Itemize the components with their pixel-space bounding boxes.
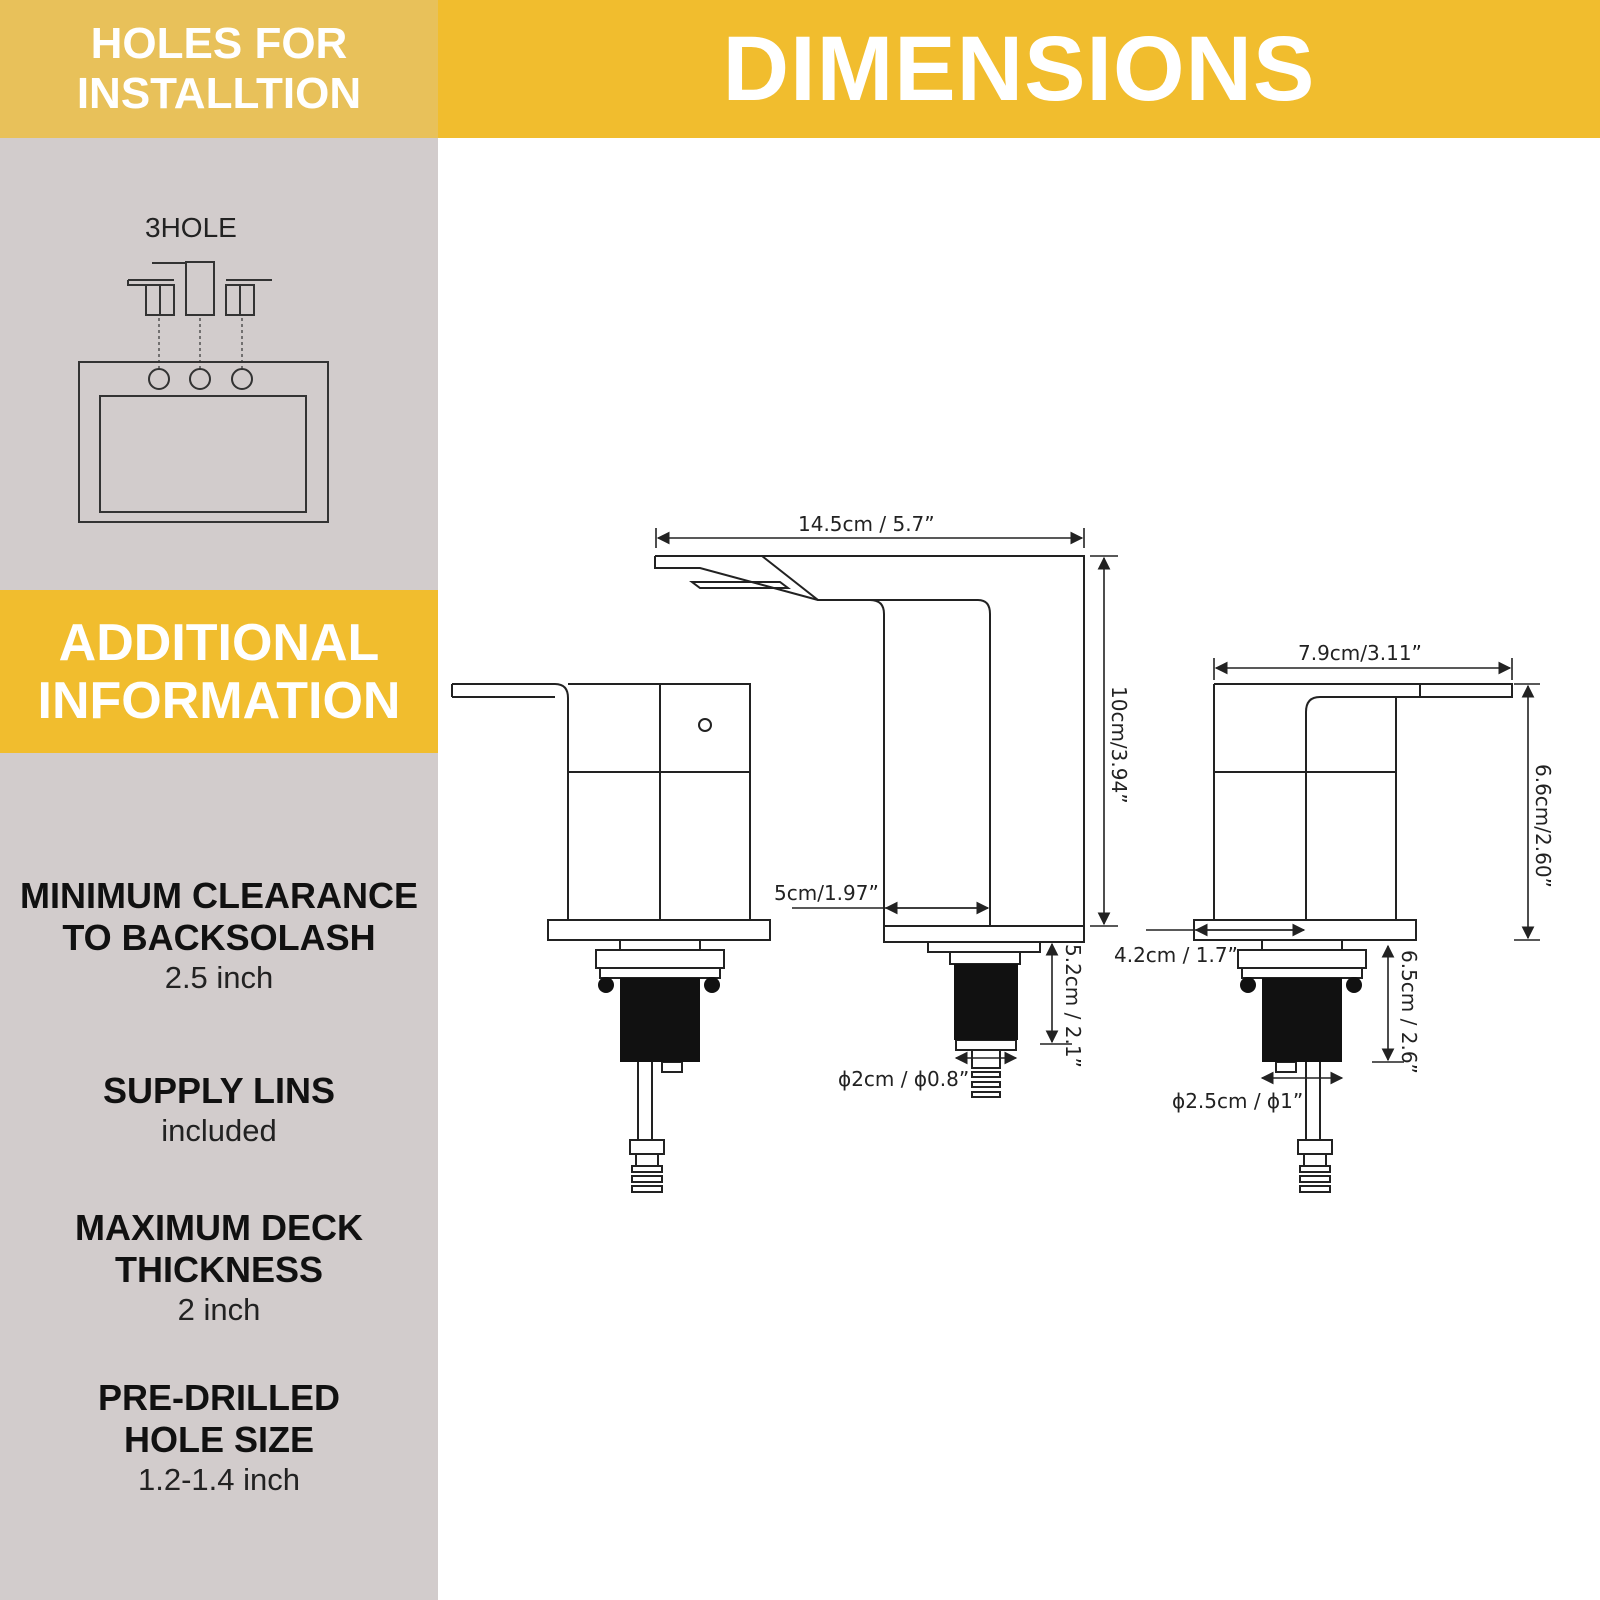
info-deck-thickness: MAXIMUM DECK THICKNESS 2 inch [0,1207,438,1329]
left-handle-valve [451,683,771,1193]
info-title: TO BACKSOLASH [62,917,376,958]
sink-3hole-icon [78,261,329,523]
hole-type-label: 3HOLE [145,212,237,243]
info-title: SUPPLY LINS [102,1070,336,1111]
info-title: THICKNESS [114,1249,324,1290]
info-value: 2.5 inch [164,960,274,995]
additional-title-line1: ADDITIONAL [58,613,380,672]
info-title: PRE-DRILLED [98,1377,340,1418]
spout [654,555,1085,1098]
page-title: DIMENSIONS [722,17,1316,120]
info-title: HOLE SIZE [123,1419,315,1460]
info-title: MINIMUM CLEARANCE [20,875,418,916]
info-value: 2 inch [177,1292,261,1327]
dim-spout-height: 10cm/3.94” [1107,686,1131,804]
dim-handle-shank: 6.5cm / 2.6” [1397,950,1421,1074]
dimensions-header: DIMENSIONS [438,0,1600,138]
dim-spout-base: 5cm/1.97” [774,881,879,905]
holes-title-line2: INSTALLTION [76,69,362,118]
dim-spout-length: 14.5cm / 5.7” [798,512,935,536]
dim-spout-shank: 5.2cm / 2.1” [1061,944,1085,1068]
dim-handle-height: 6.6cm/2.60” [1531,764,1555,888]
info-value: included [161,1113,277,1148]
info-min-clearance: MINIMUM CLEARANCE TO BACKSOLASH 2.5 inch [0,875,438,997]
info-supply-lines: SUPPLY LINS included [0,1070,438,1150]
additional-info-header: ADDITIONAL INFORMATION [0,590,438,753]
sidebar [0,0,438,1600]
info-value: 1.2-1.4 inch [138,1462,300,1497]
info-hole-size: PRE-DRILLED HOLE SIZE 1.2-1.4 inch [0,1377,438,1499]
right-handle-valve [1193,683,1513,1193]
faucet-dimension-drawing: 14.5cm / 5.7” 10cm/3.94” 5cm/1.97” 5.2cm… [451,512,1555,1193]
info-title: MAXIMUM DECK [75,1207,363,1248]
holes-title-line1: HOLES FOR [90,19,348,68]
holes-header: HOLES FOR INSTALLTION [0,0,438,138]
dim-handle-length: 7.9cm/3.11” [1298,641,1422,665]
dim-handle-base: 4.2cm / 1.7” [1114,943,1238,967]
additional-title-line2: INFORMATION [37,671,401,730]
dim-spout-diameter: ϕ2cm / ϕ0.8” [838,1067,969,1091]
dim-handle-diameter: ϕ2.5cm / ϕ1” [1172,1089,1303,1113]
